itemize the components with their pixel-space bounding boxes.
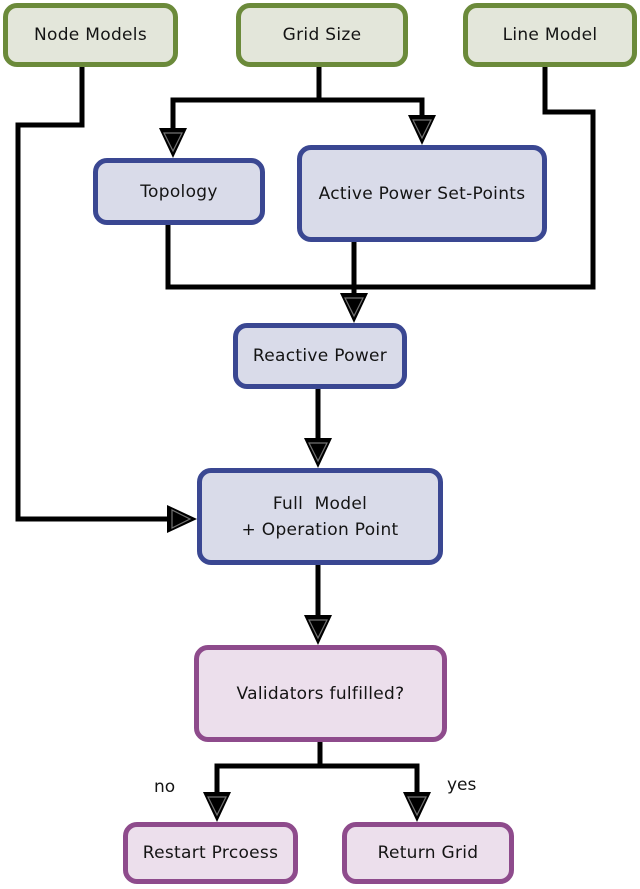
node-grid-size-label: Grid Size [282, 25, 362, 45]
arrowhead-into-return-grid [403, 792, 431, 822]
node-topology: Topology [93, 158, 265, 225]
arrowhead-into-topology [159, 128, 187, 158]
edge-label-yes: yes [447, 775, 477, 795]
arrowhead-into-full-model-top [304, 438, 332, 468]
edge-node-models-to-full-model [15, 66, 170, 522]
node-node-models-label: Node Models [34, 25, 147, 45]
node-active-power-set-points: Active Power Set-Points [297, 145, 547, 242]
edge-grid-size-split [170, 97, 425, 132]
edge-yes-no-split [214, 763, 420, 795]
edge-line-model-to-bus [542, 66, 596, 289]
node-grid-size: Grid Size [236, 3, 408, 67]
arrowhead-into-full-model-left [167, 505, 197, 533]
node-full-model: Full Model + Operation Point [197, 468, 443, 565]
node-validators-fulfilled: Validators fulfilled? [194, 645, 447, 742]
edge-label-no: no [154, 777, 176, 797]
node-line-model: Line Model [463, 3, 637, 67]
node-validators-fulfilled-label: Validators fulfilled? [236, 683, 405, 704]
node-reactive-power-label: Reactive Power [252, 346, 388, 366]
arrowhead-into-reactive-power [340, 293, 368, 323]
node-active-power-set-points-label: Active Power Set-Points [318, 183, 526, 204]
node-full-model-label-line1: Full Model [272, 493, 368, 514]
arrowhead-into-restart [203, 792, 231, 822]
node-node-models: Node Models [3, 3, 178, 67]
node-topology-label: Topology [140, 181, 218, 202]
node-line-model-label: Line Model [502, 25, 598, 45]
node-restart-process: Restart Prcoess [123, 822, 298, 884]
arrowhead-into-validators [304, 615, 332, 645]
node-restart-process-label: Restart Prcoess [142, 843, 279, 863]
node-reactive-power: Reactive Power [233, 323, 407, 389]
node-return-grid: Return Grid [342, 822, 514, 884]
arrowhead-into-active-power [408, 115, 436, 145]
node-full-model-label-line2: + Operation Point [241, 519, 399, 540]
node-return-grid-label: Return Grid [377, 843, 479, 863]
